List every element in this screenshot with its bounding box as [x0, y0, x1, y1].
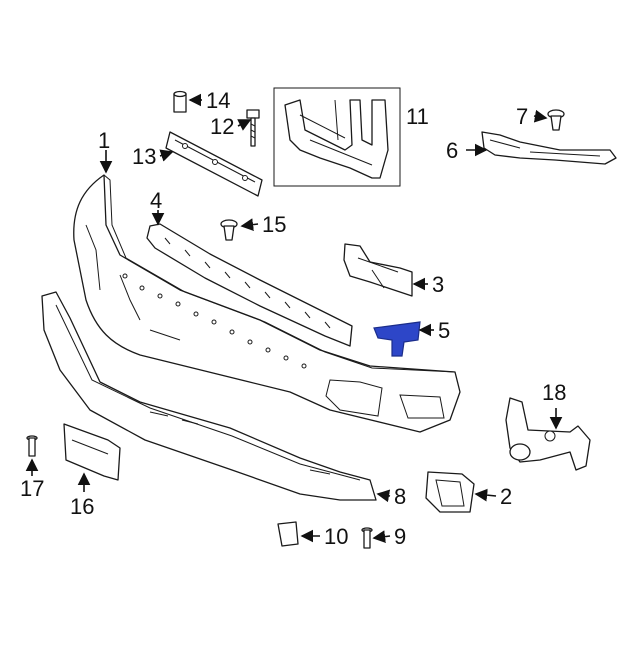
callout-17: 17 [20, 476, 44, 501]
callout-13: 13 [132, 144, 156, 169]
part-8-lower-valance [41, 291, 377, 501]
callout-14: 14 [206, 88, 230, 113]
callout-12: 12 [210, 114, 234, 139]
callout-16: 16 [70, 494, 94, 519]
callout-3: 3 [432, 272, 444, 297]
callout-11: 11 [406, 104, 429, 129]
part-16-bracket [63, 423, 121, 481]
callout-labels: 1 2 3 4 5 6 7 8 9 10 11 12 13 14 15 16 1… [20, 88, 566, 549]
part-15-clip [220, 219, 238, 241]
part-6-side-bracket [481, 131, 617, 165]
part-7-clip [547, 109, 565, 131]
callout-8: 8 [394, 484, 406, 509]
callout-2: 2 [500, 484, 512, 509]
callout-4: 4 [150, 188, 162, 213]
part-4-upper-strip [146, 223, 353, 347]
part-12-bolt [246, 109, 260, 147]
part-18-tow-hook [505, 397, 591, 471]
callout-5: 5 [438, 318, 450, 343]
part-13-bracket [165, 131, 263, 197]
part-9-bolt [361, 527, 373, 549]
callout-1: 1 [98, 128, 110, 153]
part-17-bolt [26, 435, 38, 457]
part-11-bracket-assembly [273, 87, 401, 187]
part-10-clip-nut [277, 521, 299, 547]
part-1-front-bumper [73, 174, 461, 433]
callout-9: 9 [394, 524, 406, 549]
part-2-fog-lamp-bezel [425, 471, 475, 513]
callout-6: 6 [446, 138, 458, 163]
part-3-bracket [343, 243, 413, 297]
callout-10: 10 [324, 524, 348, 549]
part-14-bolt [173, 90, 187, 113]
callout-15: 15 [262, 212, 286, 237]
leader-lines [25, 93, 563, 543]
callout-7: 7 [516, 104, 528, 129]
callout-18: 18 [542, 380, 566, 405]
part-5-highlighted-bracket [373, 321, 421, 357]
